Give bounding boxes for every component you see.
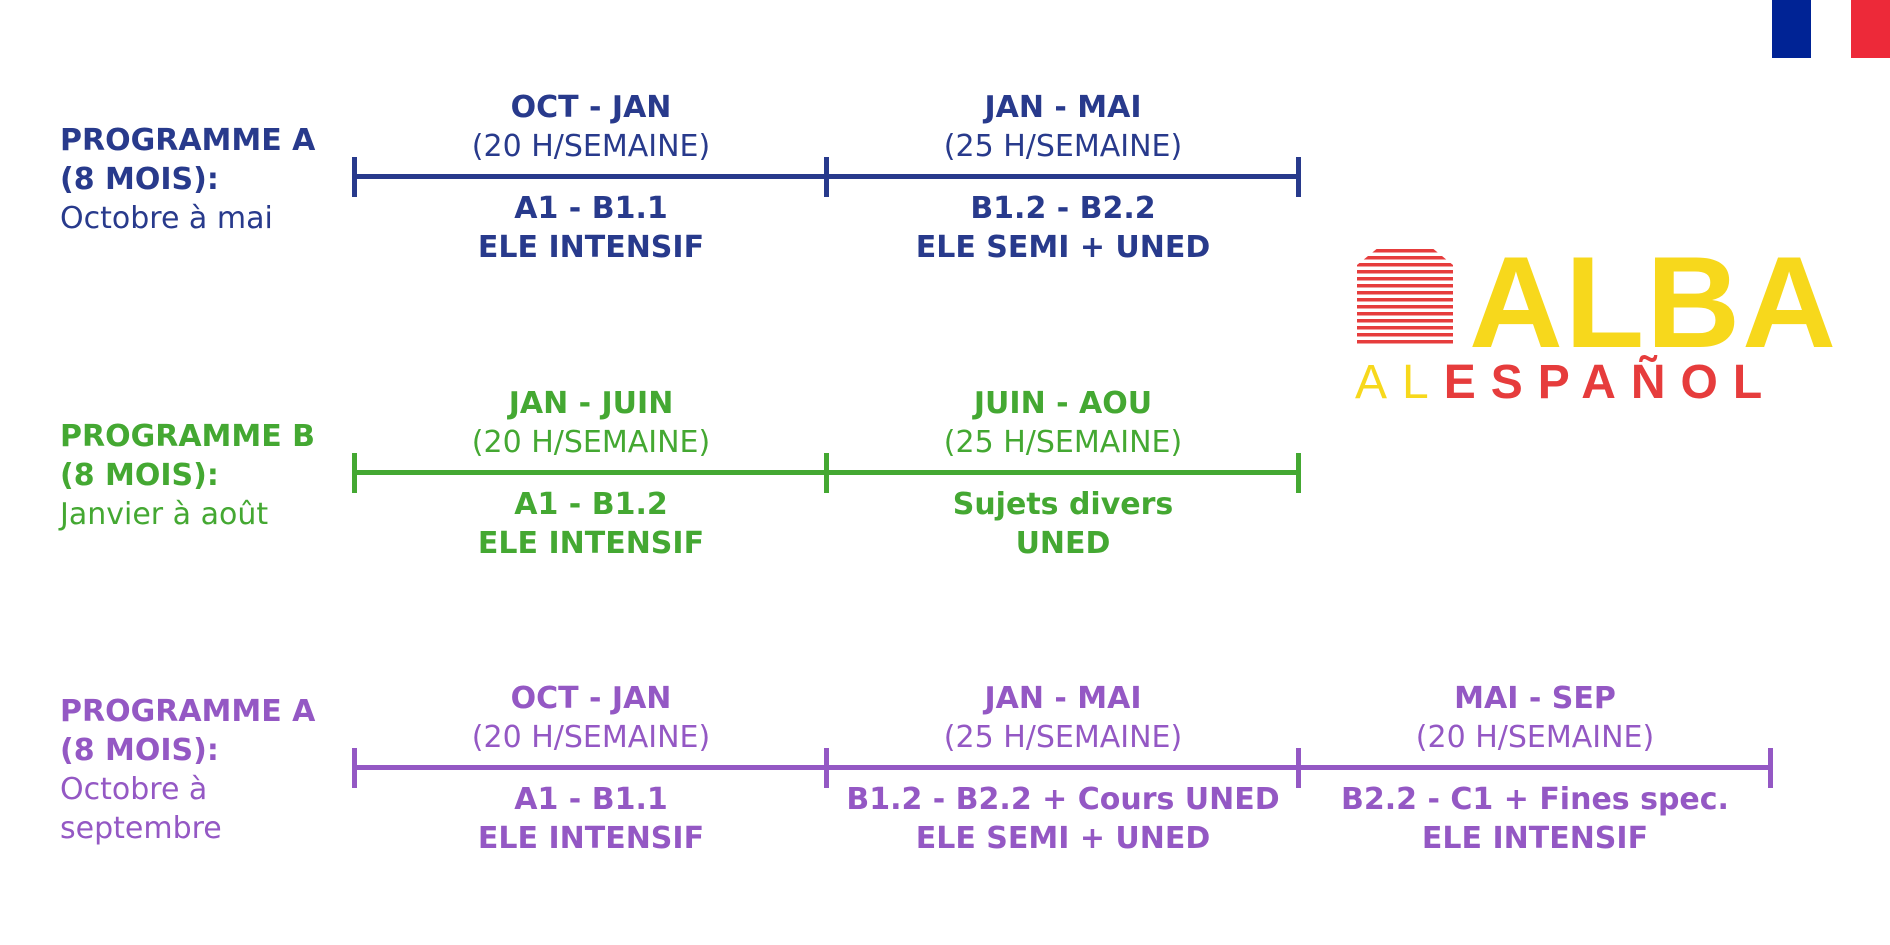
segment-header: JUIN - AOU (25 H/SEMAINE) (827, 384, 1299, 462)
logo-stripe (1357, 270, 1453, 274)
program-subtitle: Octobre à septembre (60, 772, 222, 846)
segment-details: B1.2 - B2.2 + Cours UNED ELE SEMI + UNED (827, 780, 1299, 858)
segment-course: UNED (1015, 526, 1111, 561)
program-title: PROGRAMME A (60, 123, 316, 158)
logo-stripe (1357, 333, 1453, 337)
timeline-tick (824, 748, 829, 788)
logo-stripe (1357, 340, 1453, 344)
segment-period: JAN - JUIN (508, 386, 674, 421)
logo-stripe (1357, 326, 1453, 330)
program-duration: (8 MOIS): (60, 162, 219, 197)
segment-header: OCT - JAN (20 H/SEMAINE) (355, 679, 827, 757)
timeline-tick (1768, 748, 1773, 788)
segment-course: ELE SEMI + UNED (915, 230, 1211, 265)
program-title: PROGRAMME B (60, 419, 316, 454)
segment-level: B1.2 - B2.2 (970, 191, 1156, 226)
timeline-tick (352, 157, 357, 197)
logo-stripe (1357, 298, 1453, 302)
segment-details: A1 - B1.1 ELE INTENSIF (355, 780, 827, 858)
segment-hours: (20 H/SEMAINE) (471, 425, 711, 460)
segment-hours: (25 H/SEMAINE) (943, 129, 1183, 164)
segment-header: OCT - JAN (20 H/SEMAINE) (355, 88, 827, 166)
program-subtitle: Octobre à mai (60, 201, 273, 236)
program-subtitle: Janvier à août (60, 497, 269, 532)
segment-details: A1 - B1.1 ELE INTENSIF (355, 189, 827, 267)
program-label: PROGRAMME A (8 MOIS): Octobre à mai (60, 121, 360, 238)
program-row-a-extended: PROGRAMME A (8 MOIS): Octobre à septembr… (0, 679, 1890, 909)
segment-period: JAN - MAI (984, 681, 1142, 716)
program-label: PROGRAMME A (8 MOIS): Octobre à septembr… (60, 692, 320, 848)
timeline-tick (824, 453, 829, 493)
program-duration: (8 MOIS): (60, 458, 219, 493)
segment-course: ELE INTENSIF (477, 230, 705, 265)
segment-course: ELE INTENSIF (1421, 821, 1649, 856)
segment-level: A1 - B1.2 (514, 487, 668, 522)
segment-header: JAN - MAI (25 H/SEMAINE) (827, 679, 1299, 757)
logo-stripe (1357, 249, 1453, 253)
segment-details: B1.2 - B2.2 ELE SEMI + UNED (827, 189, 1299, 267)
segment-level: A1 - B1.1 (514, 191, 668, 226)
segment-period: OCT - JAN (510, 90, 672, 125)
timeline-tick (352, 748, 357, 788)
segment-level: B2.2 - C1 + Fines spec. (1341, 782, 1729, 817)
segment-details: B2.2 - C1 + Fines spec. ELE INTENSIF (1299, 780, 1771, 858)
logo-stripe (1357, 291, 1453, 295)
building-stripes-icon (1357, 249, 1453, 344)
timeline-tick (1296, 157, 1301, 197)
segment-course: ELE INTENSIF (477, 526, 705, 561)
segment-header: JAN - JUIN (20 H/SEMAINE) (355, 384, 827, 462)
segment-level: B1.2 - B2.2 + Cours UNED (846, 782, 1280, 817)
timeline-tick (1296, 453, 1301, 493)
segment-header: JAN - MAI (25 H/SEMAINE) (827, 88, 1299, 166)
alba-logo: ALBA ALESPAÑOL (1355, 237, 1836, 415)
timeline-tick (824, 157, 829, 197)
segment-course: ELE SEMI + UNED (915, 821, 1211, 856)
logo-tagline: ALESPAÑOL (1355, 353, 1777, 413)
timeline-line (353, 765, 1771, 770)
segment-level: A1 - B1.1 (514, 782, 668, 817)
flag-stripe-white (1811, 0, 1851, 58)
timeline-tick (352, 453, 357, 493)
segment-hours: (20 H/SEMAINE) (471, 129, 711, 164)
program-title: PROGRAMME A (60, 694, 316, 729)
segment-hours: (20 H/SEMAINE) (1415, 720, 1655, 755)
segment-period: JUIN - AOU (973, 386, 1153, 421)
logo-stripe (1357, 284, 1453, 288)
logo-tagline-prefix: AL (1355, 356, 1444, 409)
segment-details: Sujets divers UNED (827, 485, 1299, 563)
segment-period: MAI - SEP (1454, 681, 1616, 716)
program-row-b: PROGRAMME B (8 MOIS): Janvier à août JAN… (0, 384, 1890, 614)
segment-hours: (25 H/SEMAINE) (943, 720, 1183, 755)
french-flag-icon (1772, 0, 1890, 58)
segment-course: ELE INTENSIF (477, 821, 705, 856)
logo-stripe (1357, 263, 1453, 267)
logo-stripe (1357, 312, 1453, 316)
segment-hours: (25 H/SEMAINE) (943, 425, 1183, 460)
segment-header: MAI - SEP (20 H/SEMAINE) (1299, 679, 1771, 757)
segment-level: Sujets divers (952, 487, 1174, 522)
program-label: PROGRAMME B (8 MOIS): Janvier à août (60, 417, 360, 534)
flag-stripe-red (1850, 0, 1890, 58)
segment-details: A1 - B1.2 ELE INTENSIF (355, 485, 827, 563)
logo-stripe (1357, 305, 1453, 309)
logo-stripe (1357, 256, 1453, 260)
flag-stripe-blue (1772, 0, 1812, 58)
timeline-tick (1296, 748, 1301, 788)
program-duration: (8 MOIS): (60, 733, 219, 768)
logo-wordmark: ALBA (1469, 229, 1839, 375)
segment-period: OCT - JAN (510, 681, 672, 716)
logo-tagline-word: ESPAÑOL (1443, 356, 1778, 409)
logo-stripe (1357, 277, 1453, 281)
logo-stripe (1357, 319, 1453, 323)
program-row-a: PROGRAMME A (8 MOIS): Octobre à mai OCT … (0, 88, 1890, 318)
segment-hours: (20 H/SEMAINE) (471, 720, 711, 755)
segment-period: JAN - MAI (984, 90, 1142, 125)
